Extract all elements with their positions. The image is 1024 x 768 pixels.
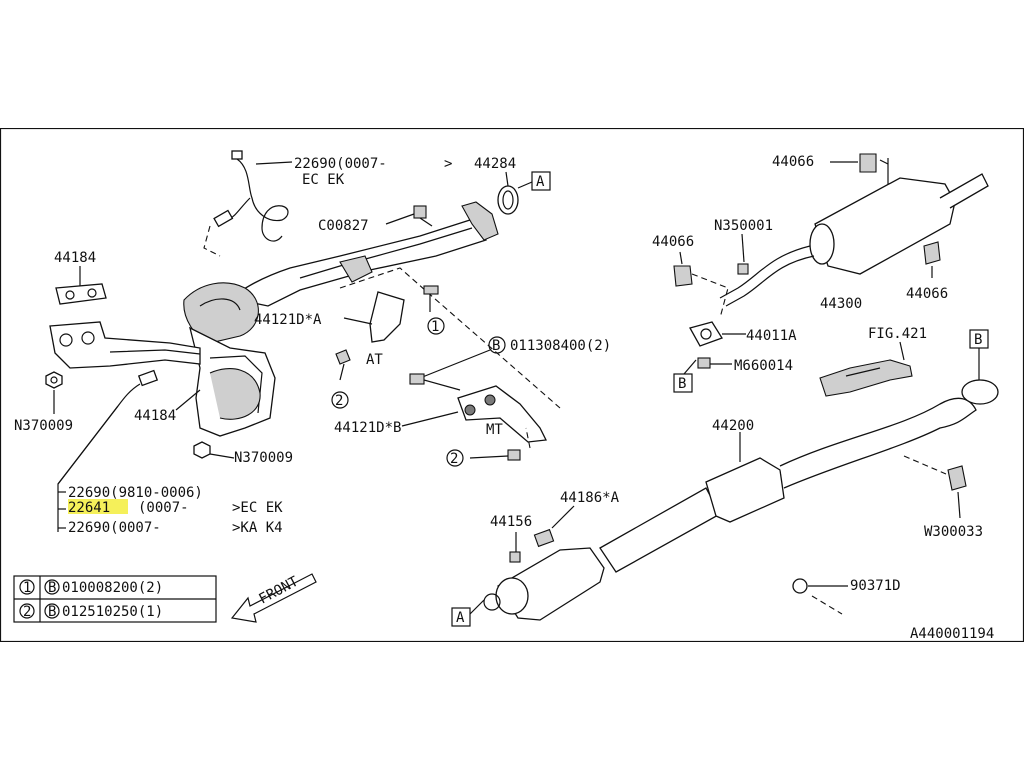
label-44184-upper: 44184	[54, 250, 96, 266]
heat-shield-fig421[interactable]	[819, 359, 913, 397]
label-c00827: C00827	[318, 218, 369, 234]
ref-a-top: A	[536, 174, 545, 190]
bracket-44121d-b[interactable]	[457, 385, 547, 443]
label-22690-upper: 22690(0007-	[294, 156, 387, 172]
label-44156: 44156	[490, 514, 532, 530]
callout-1-circle	[427, 317, 445, 335]
callout-1: 1	[431, 319, 439, 335]
callout-2b: 2	[450, 451, 458, 467]
legend-row-2-part: 012510250(1)	[62, 604, 163, 620]
label-44121d-a: 44121D*A	[254, 312, 322, 328]
gasket-44184-upper[interactable]	[55, 283, 107, 305]
front-exhaust-pipe[interactable]	[183, 201, 499, 437]
ref-box-b-left	[673, 373, 693, 393]
label-n370009-left: N370009	[14, 418, 73, 434]
list-row-3-end: >KA K4	[232, 520, 283, 536]
sensor-44186a[interactable]	[533, 528, 555, 548]
callout-2a: 2	[335, 393, 343, 409]
gasket-44156[interactable]	[509, 551, 521, 563]
parts-diagram-frame: 22690(0007- > EC EK C00827 44284 A 44184	[0, 127, 1024, 643]
label-n350001: N350001	[714, 218, 773, 234]
legend-row-1-circ: B	[48, 580, 56, 596]
ref-b-right: B	[974, 332, 982, 348]
circ-b-1-label: B	[492, 338, 500, 354]
bolt-011308400[interactable]	[409, 373, 461, 391]
label-44066-left: 44066	[652, 234, 694, 250]
bolt-at-2[interactable]	[335, 349, 351, 381]
callout-2a-circle	[331, 391, 349, 409]
bolt-w300033[interactable]	[947, 465, 967, 491]
bolt-mt-2[interactable]	[469, 449, 521, 461]
exhaust-manifold-left[interactable]	[49, 321, 201, 369]
ref-box-a-bottom	[451, 607, 471, 627]
label-mt: MT	[486, 422, 503, 438]
list-row-2-end: >EC EK	[232, 500, 283, 516]
legend-row-2-circ: B	[48, 604, 56, 620]
label-m660014: M660014	[734, 358, 793, 374]
ref-box-a-top	[531, 171, 551, 191]
callout-legend-table	[13, 575, 217, 623]
nut-n370009-bottom[interactable]	[193, 441, 211, 459]
list-row-3: 22690(0007-	[68, 520, 161, 536]
resonator[interactable]	[483, 547, 605, 621]
list-row-2-rest: (0007-	[138, 500, 189, 516]
label-44284: 44284	[474, 156, 516, 172]
list-row-1: 22690(9810-0006)	[68, 485, 203, 501]
label-fig421: FIG.421	[868, 326, 927, 342]
highlight-22641	[68, 499, 128, 514]
front-label: FRONT	[256, 573, 301, 607]
label-44186a: 44186*A	[560, 490, 620, 506]
label-44300: 44300	[820, 296, 862, 312]
diagram-id: A440001194	[910, 626, 994, 642]
ref-a-bottom: A	[456, 610, 465, 626]
legend-row-1-num: 1	[23, 580, 31, 596]
list-row-2-part[interactable]: 22641	[68, 500, 110, 516]
gasket-44011a[interactable]	[689, 321, 723, 347]
label-at: AT	[366, 352, 383, 368]
circ-b-1	[488, 336, 506, 354]
hanger-44066-left[interactable]	[673, 265, 693, 287]
label-n370009-bottom: N370009	[234, 450, 293, 466]
exhaust-parts-diagram: 22690(0007- > EC EK C00827 44284 A 44184	[0, 127, 1024, 643]
callout-2b-circle	[446, 449, 464, 467]
label-011308400: 011308400(2)	[510, 338, 611, 354]
muffler-44300[interactable]	[719, 173, 989, 307]
bracket-44121d-a[interactable]	[369, 291, 405, 343]
label-44066-top: 44066	[772, 154, 814, 170]
legend-row-1-part: 010008200(2)	[62, 580, 163, 596]
legend-row-2-num: 2	[23, 604, 31, 620]
bolt-c00827[interactable]	[413, 205, 433, 227]
hanger-44066-right[interactable]	[923, 241, 941, 265]
label-22690-upper-end: >	[444, 156, 452, 172]
o2-sensor-upper[interactable]	[203, 150, 289, 257]
nut-90371d[interactable]	[792, 578, 808, 594]
label-w300033: W300033	[924, 524, 983, 540]
nut-n370009-left[interactable]	[45, 371, 63, 389]
hanger-44066-top[interactable]	[859, 153, 877, 173]
label-44011a: 44011A	[746, 328, 797, 344]
label-44200: 44200	[712, 418, 754, 434]
label-90371d: 90371D	[850, 578, 901, 594]
bolt-m660014[interactable]	[697, 357, 711, 369]
center-pipe-44200[interactable]	[599, 379, 999, 573]
label-44121d-b: 44121D*B	[334, 420, 401, 436]
nut-n350001[interactable]	[737, 263, 749, 275]
label-44184-lower: 44184	[134, 408, 176, 424]
front-arrow-icon	[230, 573, 317, 623]
bolt-at-1[interactable]	[423, 285, 439, 312]
ref-b-left: B	[678, 376, 686, 392]
label-44066-right: 44066	[906, 286, 948, 302]
o2-sensor-lower[interactable]	[117, 369, 159, 407]
gasket-44284[interactable]	[497, 185, 519, 215]
label-22690-upper-sub: EC EK	[302, 172, 345, 188]
